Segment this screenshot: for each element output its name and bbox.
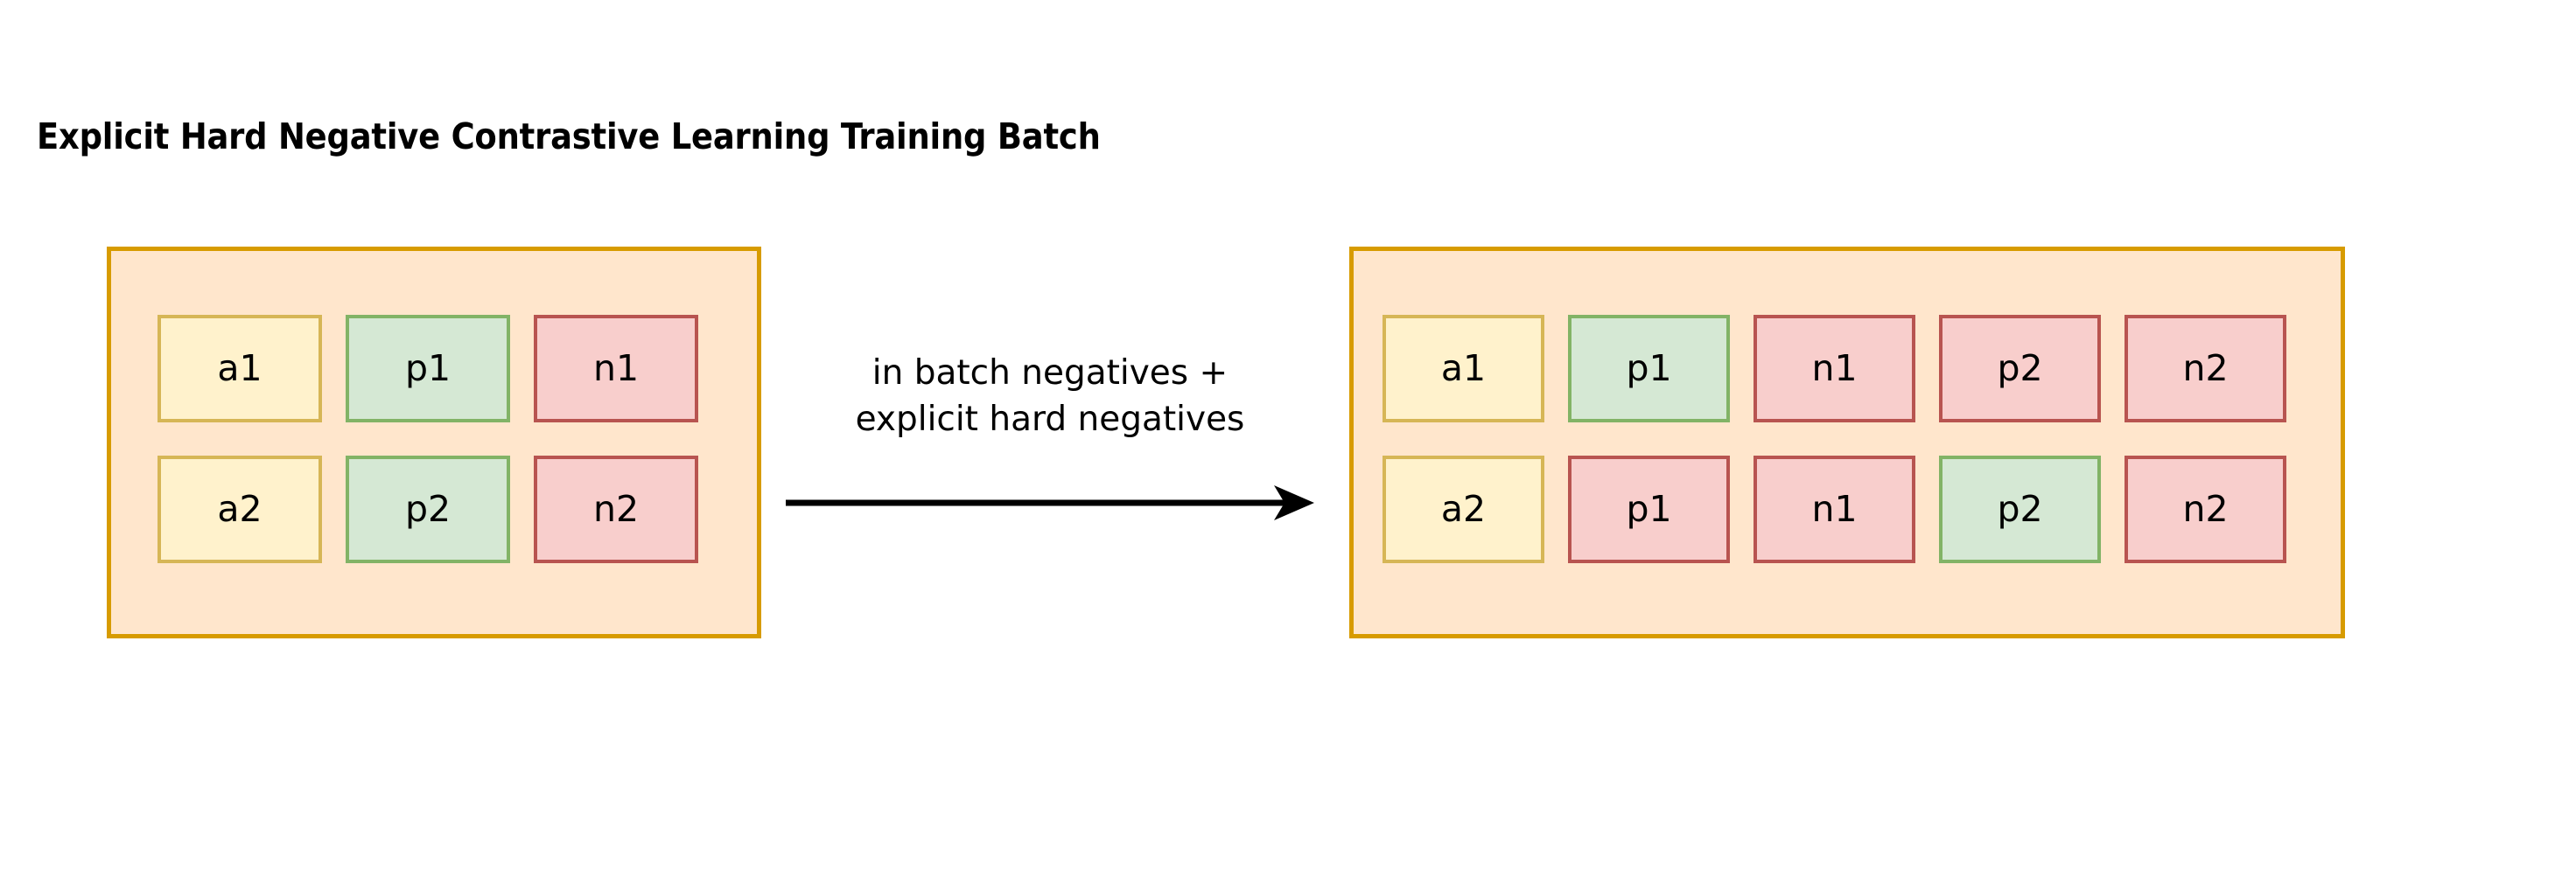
transition-group: in batch negatives + explicit hard negat… <box>770 350 1330 542</box>
expanded-batch-row-2: a2 p1 n1 p2 n2 <box>1382 456 2310 563</box>
expanded-sample-box-r2c4[interactable]: p2 <box>1939 456 2101 563</box>
sample-box-p2[interactable]: p2 <box>346 456 510 563</box>
expanded-sample-box-r1c4[interactable]: p2 <box>1939 315 2101 422</box>
expanded-sample-box-r1c3[interactable]: n1 <box>1754 315 1915 422</box>
transition-label: in batch negatives + explicit hard negat… <box>770 350 1330 442</box>
expanded-batch-grid: a1 p1 n1 p2 n2 a2 p1 n1 p2 n2 <box>1354 251 2341 634</box>
expanded-sample-box-r2c5[interactable]: n2 <box>2124 456 2286 563</box>
expanded-sample-box-r1c1[interactable]: a1 <box>1382 315 1544 422</box>
arrow-head <box>1274 485 1314 520</box>
expanded-sample-box-r1c5[interactable]: n2 <box>2124 315 2286 422</box>
sample-box-n1[interactable]: n1 <box>534 315 698 422</box>
sample-box-p1[interactable]: p1 <box>346 315 510 422</box>
sample-box-a1[interactable]: a1 <box>158 315 322 422</box>
original-batch-grid: a1 p1 n1 a2 p2 n2 <box>111 251 757 634</box>
expanded-sample-box-r1c2[interactable]: p1 <box>1568 315 1730 422</box>
sample-box-n2[interactable]: n2 <box>534 456 698 563</box>
expanded-sample-box-r2c1[interactable]: a2 <box>1382 456 1544 563</box>
transition-label-line-1: in batch negatives + <box>872 353 1228 393</box>
page-title: Explicit Hard Negative Contrastive Learn… <box>37 115 1101 157</box>
expanded-batch-row-1: a1 p1 n1 p2 n2 <box>1382 315 2310 422</box>
expanded-sample-box-r2c2[interactable]: p1 <box>1568 456 1730 563</box>
expanded-batch-container: a1 p1 n1 p2 n2 a2 p1 n1 p2 n2 <box>1349 247 2345 638</box>
expanded-sample-box-r2c3[interactable]: n1 <box>1754 456 1915 563</box>
original-batch-row-2: a2 p2 n2 <box>158 456 698 563</box>
transition-label-line-2: explicit hard negatives <box>855 400 1245 439</box>
arrow-right-icon <box>786 485 1314 520</box>
original-batch-row-1: a1 p1 n1 <box>158 315 698 422</box>
sample-box-a2[interactable]: a2 <box>158 456 322 563</box>
original-batch-container: a1 p1 n1 a2 p2 n2 <box>107 247 761 638</box>
